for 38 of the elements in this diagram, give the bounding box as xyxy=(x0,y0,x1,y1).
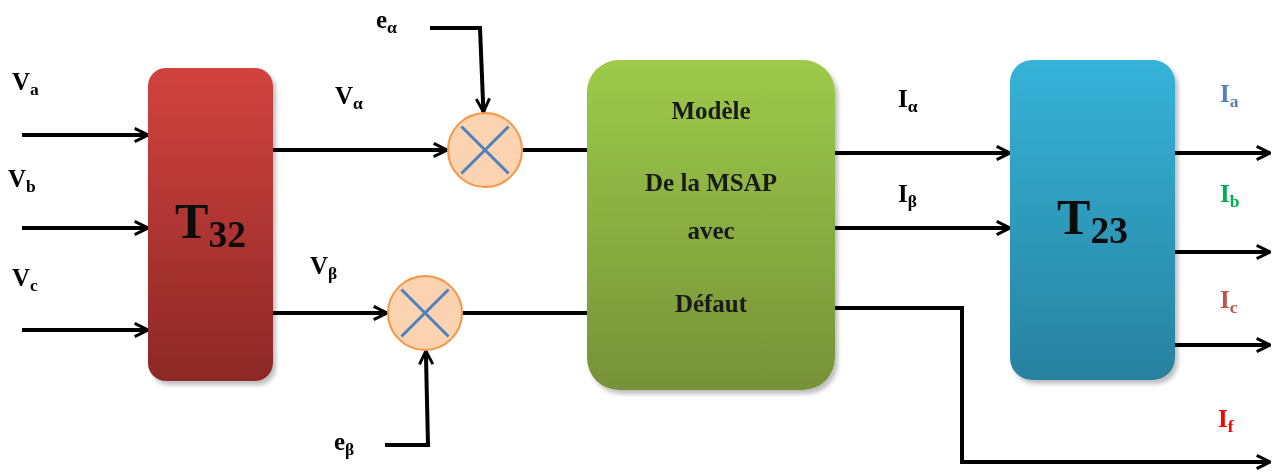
signal-label: I$_{f}$ xyxy=(1218,405,1234,438)
summing-junction xyxy=(386,274,464,352)
connector-line xyxy=(463,311,587,315)
signal-label: I$_{b}$ xyxy=(1220,180,1240,213)
signal-label: I$_{α}$ xyxy=(898,85,918,118)
arrow xyxy=(22,219,150,237)
block-title: T$_{32}$ xyxy=(175,192,246,257)
arrow xyxy=(835,219,1012,237)
signal-label: V$_{α}$ xyxy=(335,82,363,115)
process-block xyxy=(587,60,835,390)
arrow xyxy=(385,349,435,447)
block-text: Défaut xyxy=(674,288,748,319)
signal-label: I$_{β}$ xyxy=(898,180,917,213)
process-block xyxy=(1010,60,1175,380)
arrow xyxy=(430,26,492,114)
arrow xyxy=(273,304,389,322)
arrow xyxy=(273,141,449,159)
signal-label: V$_{b}$ xyxy=(8,165,36,198)
arrow xyxy=(835,144,1012,162)
arrow xyxy=(1175,144,1272,162)
signal-label: V$_{β}$ xyxy=(310,252,338,285)
arrow xyxy=(22,126,150,144)
process-block xyxy=(148,68,273,381)
connector-line xyxy=(523,148,587,152)
signal-label: e$_{α}$ xyxy=(376,6,397,39)
signal-label: I$_{a}$ xyxy=(1220,80,1239,113)
block-text: De la MSAP avec xyxy=(644,168,778,246)
summing-junction xyxy=(446,111,524,189)
arrow xyxy=(22,321,150,339)
block-text: Modèle xyxy=(671,95,751,126)
arrow xyxy=(835,306,1272,471)
block-title: T$_{23}$ xyxy=(1057,187,1128,253)
arrow xyxy=(1175,336,1272,354)
signal-label: e$_{β}$ xyxy=(334,428,355,461)
signal-label: I$_{c}$ xyxy=(1220,286,1238,319)
arrow xyxy=(1175,243,1272,261)
signal-label: V$_{c}$ xyxy=(12,264,38,297)
signal-label: V$_{a}$ xyxy=(12,68,39,101)
